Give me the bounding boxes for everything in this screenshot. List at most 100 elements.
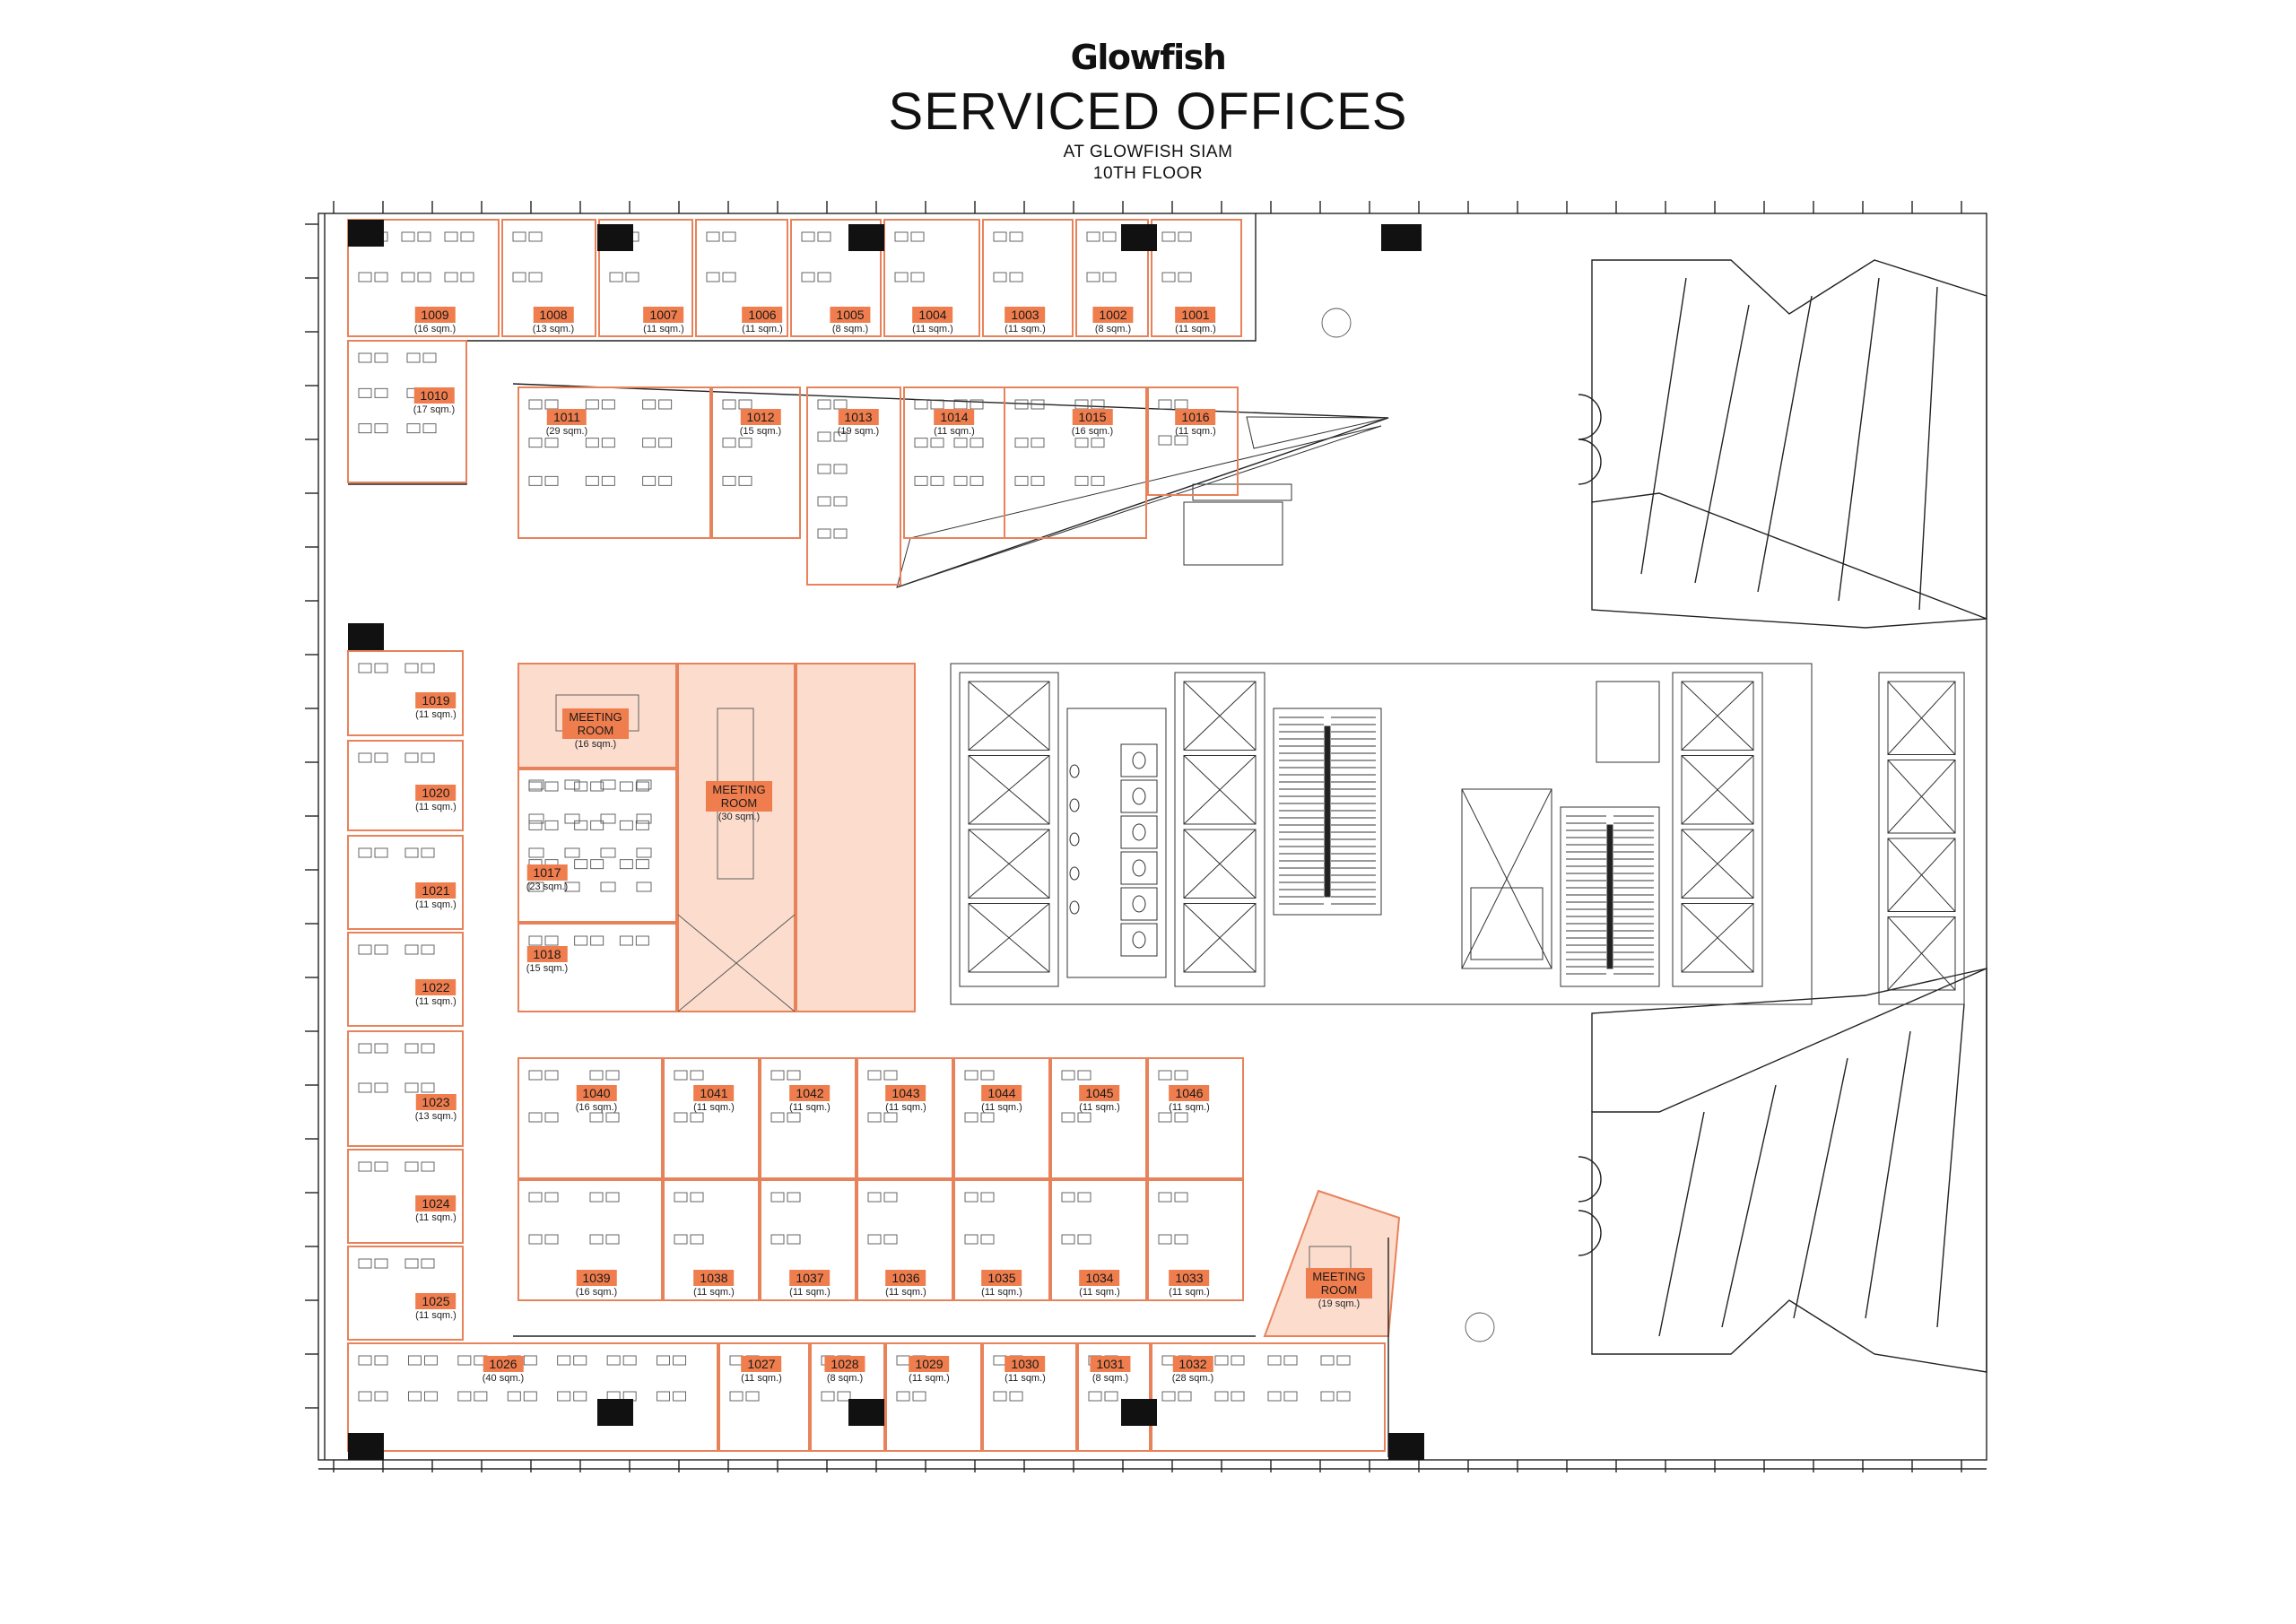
desk: [642, 399, 657, 410]
office-area: (11 sqm.): [912, 324, 953, 334]
desk: [421, 1043, 435, 1054]
desk: [883, 1070, 898, 1081]
desk: [1102, 231, 1117, 242]
desk: [817, 231, 831, 242]
desk: [457, 1391, 472, 1402]
office-area: (17 sqm.): [413, 404, 456, 415]
office-outline-1006: [695, 219, 788, 337]
desk: [1158, 1192, 1172, 1203]
office-number: 1012: [740, 409, 781, 425]
desk: [444, 272, 458, 282]
office-label: 1024(11 sqm.): [415, 1195, 457, 1224]
office-number: 1009: [414, 307, 456, 323]
desk: [589, 1192, 604, 1203]
ramp-stripe: [1865, 1030, 1911, 1319]
lounge-sofa: [1183, 501, 1283, 566]
office-outline-1011: [517, 386, 711, 539]
desk: [590, 781, 604, 792]
lift-car: [1681, 681, 1754, 751]
office-number: 1021: [415, 882, 457, 899]
door-line: [677, 914, 796, 1012]
desk: [457, 1355, 472, 1366]
desk: [1231, 1355, 1245, 1366]
desk: [600, 847, 616, 858]
toilet-stall: [1120, 887, 1158, 921]
desk: [605, 1070, 620, 1081]
door-swing: [1578, 394, 1602, 440]
desk: [528, 820, 543, 830]
desk: [912, 1391, 926, 1402]
desk: [544, 1112, 559, 1123]
desk: [930, 475, 944, 486]
desk: [1086, 272, 1100, 282]
desk: [528, 813, 544, 824]
office-number: 1003: [1004, 307, 1046, 323]
desk: [528, 399, 543, 410]
office-outline-1009: [347, 219, 500, 337]
desk: [573, 1355, 587, 1366]
office-outline-1036: [857, 1179, 953, 1301]
office-number: 1010: [413, 387, 455, 404]
office-outline-1028: [810, 1342, 885, 1452]
office-number: 1033: [1169, 1270, 1210, 1286]
office-number: 1026: [483, 1356, 524, 1372]
desk: [589, 1070, 604, 1081]
office-label: 1021(11 sqm.): [415, 882, 457, 911]
desk: [374, 1355, 388, 1366]
office-label: 1023(13 sqm.): [415, 1094, 457, 1123]
desk: [544, 935, 559, 946]
desk: [358, 1161, 372, 1172]
desk: [374, 944, 388, 955]
desk: [585, 475, 599, 486]
desk: [423, 1355, 438, 1366]
page-title: SERVICED OFFICES: [888, 83, 1408, 141]
highlight-fills: [517, 663, 1401, 1337]
desk: [1178, 1391, 1192, 1402]
toilet-stall: [1120, 779, 1158, 813]
desk: [817, 431, 831, 442]
toilet-stall: [1120, 743, 1158, 777]
office-label: 1009(16 sqm.): [414, 307, 456, 335]
lift-car: [968, 829, 1050, 899]
office-outline-1010: [347, 340, 467, 483]
office-outline-1002: [1075, 219, 1149, 337]
desk: [601, 475, 615, 486]
desk: [787, 1234, 801, 1245]
desk: [474, 1391, 488, 1402]
office-outline-1043: [857, 1057, 953, 1179]
desk: [867, 1070, 882, 1081]
meeting-room-label: MEETING ROOM(16 sqm.): [562, 708, 629, 751]
toilet: [1132, 859, 1146, 877]
office-area: (11 sqm.): [742, 324, 783, 334]
desk: [738, 475, 752, 486]
toilet: [1132, 751, 1146, 769]
desk: [404, 752, 419, 763]
desk: [422, 423, 437, 434]
desk: [619, 781, 633, 792]
lift-bank: [1672, 672, 1763, 987]
office-number: 1032: [1172, 1356, 1213, 1372]
desk: [1283, 1391, 1298, 1402]
office-area: (15 sqm.): [739, 426, 782, 437]
desk: [460, 272, 474, 282]
office-label: 1034(11 sqm.): [1079, 1270, 1120, 1298]
office-number: 1001: [1175, 307, 1216, 323]
urinal: [1069, 832, 1080, 847]
desk: [1161, 231, 1176, 242]
desk: [1014, 438, 1029, 448]
toilet-stall: [1120, 851, 1158, 885]
urinal: [1069, 900, 1080, 915]
office-label: 1027(11 sqm.): [741, 1356, 782, 1385]
desk: [358, 1043, 372, 1054]
ramp-stripe: [1793, 1057, 1848, 1319]
desk: [980, 1234, 995, 1245]
office-area: (11 sqm.): [693, 1102, 735, 1113]
building-shell: [317, 213, 1987, 1461]
office-outline-1016: [1147, 386, 1239, 496]
desk: [1077, 1234, 1091, 1245]
lounge-table: [1321, 308, 1352, 338]
desk: [636, 813, 652, 824]
desk: [964, 1112, 978, 1123]
office-label: 1005(8 sqm.): [830, 307, 871, 335]
